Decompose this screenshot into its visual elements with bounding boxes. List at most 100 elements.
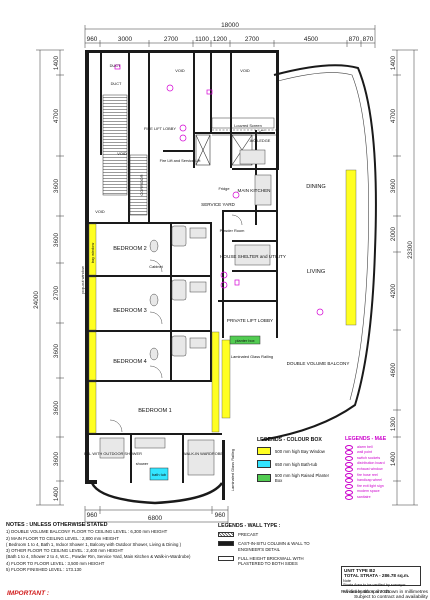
wall-legend-label: PRECAST [238,532,259,538]
swatch-green [257,474,271,482]
colour-legend-item: 500 mm high Raised Planter Box [257,473,337,483]
exhaust-icon [345,467,353,473]
interior-walls [89,53,278,483]
dimensions-note: All dimensions are shown in millimetres … [338,590,428,600]
wall-point-icon [345,450,353,456]
wall-legend-item: FULL HEIGHT BRICKWALL WITH PLASTERED TO … [218,555,328,566]
swatch-yellow [257,447,271,455]
top-dim-3: 2700 [164,36,179,43]
staircase-2 [129,154,148,216]
me-legend-title: LEGENDS - M&E [345,436,387,442]
alarm-bell-icon [345,444,353,450]
label-laminated-glass: Laminated Glass Railing [231,354,273,359]
label-double-volume-balcony: DOUBLE VOLUME BALCONY [287,361,350,366]
top-dim-6: 2700 [245,36,260,43]
left-dim-9: 1400 [53,486,60,501]
unit-note-text: Strata Area to be verified by surveyor [343,583,406,587]
label-louvred-screen: Louvred Screen [234,123,261,128]
me-legend-item: wall point [345,450,425,456]
unit-strata: TOTAL STRATA - 286.78 sq.m. [344,573,410,579]
left-total-dim: 24000 [33,291,40,309]
bath-tub [149,467,169,481]
exit-sign-icon [345,484,353,490]
right-dim-8: 1400 [390,451,397,466]
outer-walls [85,50,279,500]
label-fire-lift-room: Fire Lift and Service Lift [160,158,202,163]
me-legend-label: distribution board [357,461,385,466]
fire-hose-icon [345,472,353,478]
me-legend-item: fire hose reel [345,473,425,479]
me-legend-label: handicap wheel [357,478,382,483]
right-dim-5: 4200 [390,283,397,298]
wall-legend-item: CAST-IN-SITU COLUMN & WALL TO ENGINEER'S… [218,541,328,552]
important-label: IMPORTANT : [7,590,50,597]
revised-date: Revised by 8th April 2015 [341,589,390,594]
left-dim-3: 3600 [53,178,60,193]
top-total-dim: 18000 [221,22,239,29]
label-laminated-glass-b: Laminated Glass Railing [230,449,235,491]
right-dim-4: 2000 [390,226,397,241]
label-popout-window: pop-out window [80,266,85,293]
top-dim-5: 1200 [213,36,228,43]
label-cabinet: Cabinet [149,264,163,269]
wall-legend: LEGENDS - WALL TYPE : PRECAST CAST-IN-SI… [218,523,328,570]
bottom-dim-2: 960 [215,512,226,519]
colour-legend-label: 500 mm high Bay Window [275,448,325,454]
colour-legend-title: LEGENDS - COLOUR BOX [257,437,322,443]
balcony-curve-inner [277,72,369,401]
door-swings [109,129,266,433]
label-void-a: VOID [175,68,185,73]
label-planter-box: planter box [235,338,254,343]
me-legend-label: wall point [357,450,372,455]
cast-in-situ-swatch [218,541,234,547]
me-legend-label: exhaust window [357,466,383,471]
wall-legend-item: PRECAST [218,532,328,538]
unit-note-title: Note [343,579,352,583]
wall-legend-title: LEGENDS - WALL TYPE : [218,523,281,529]
left-dim-4: 3600 [53,232,60,247]
label-house-shelter: HOUSE SHELTER and UTILITY [220,254,286,259]
left-dim-8: 3600 [53,451,60,466]
me-legend-item: fire exit light sign [345,484,425,490]
bathroom-fixtures [99,149,272,476]
label-bedroom-1: BEDROOM 1 [138,408,172,414]
label-dining: DINING [306,184,326,190]
bottom-dimension-chain [84,506,229,526]
label-corridor: CORRIDOR [139,174,144,195]
swatch-cyan [257,460,271,468]
top-dim-7: 4500 [304,36,319,43]
label-duct-a: DUCT [110,63,121,68]
label-bal-shower: BAL WITH OUTDOOR SHOWER [84,451,142,456]
top-dim-4: 1100 [195,36,209,43]
notes-title: NOTES : UNLESS OTHERWISE STATED [6,522,108,528]
note-line: ( Bedroom 1 to 4, Bath 1, Indoor Shower … [6,541,182,547]
precast-swatch [218,532,234,538]
note-line: 2) MAIN FLOOR TO CEILING LEVEL : 2,800 m… [6,535,119,541]
label-main-kitchen: MAIN KITCHEN [238,188,271,193]
handicap-icon [345,478,353,484]
label-bedroom-3: BEDROOM 3 [113,308,147,314]
me-legend-label: modem space [357,489,380,494]
me-legend-label: sanitaire [357,494,371,499]
me-legend-item: modem space [345,489,425,495]
notes-block: NOTES : UNLESS OTHERWISE STATED 1) DOUBL… [6,522,214,573]
top-dimension-chain [84,25,376,48]
note-line: 4) FLOOR TO FLOOR LEVEL : 3,500 mm HEIGH… [6,560,105,566]
left-dim-5: 2700 [53,285,60,300]
left-dimension-chain [36,49,64,506]
me-legend-item: switch sockets [345,456,425,462]
right-dim-2: 4700 [390,108,397,123]
sanitaire-icon [345,495,353,501]
left-dim-7: 3600 [53,400,60,415]
distribution-board-icon [345,461,353,467]
label-void-d: VOID [95,209,105,214]
me-legend: LEGENDS - M&E alarm bell wall point swit… [345,436,425,501]
label-walkin-wardrobe: WALK-IN WARDROBE [183,451,223,456]
me-symbols [114,64,324,316]
label-living: LIVING [307,269,325,275]
me-legend-item: distribution board [345,461,425,467]
me-legend-label: fire hose reel [357,472,378,477]
left-dim-2: 4700 [53,108,60,123]
label-bedroom-2: BEDROOM 2 [113,246,147,252]
